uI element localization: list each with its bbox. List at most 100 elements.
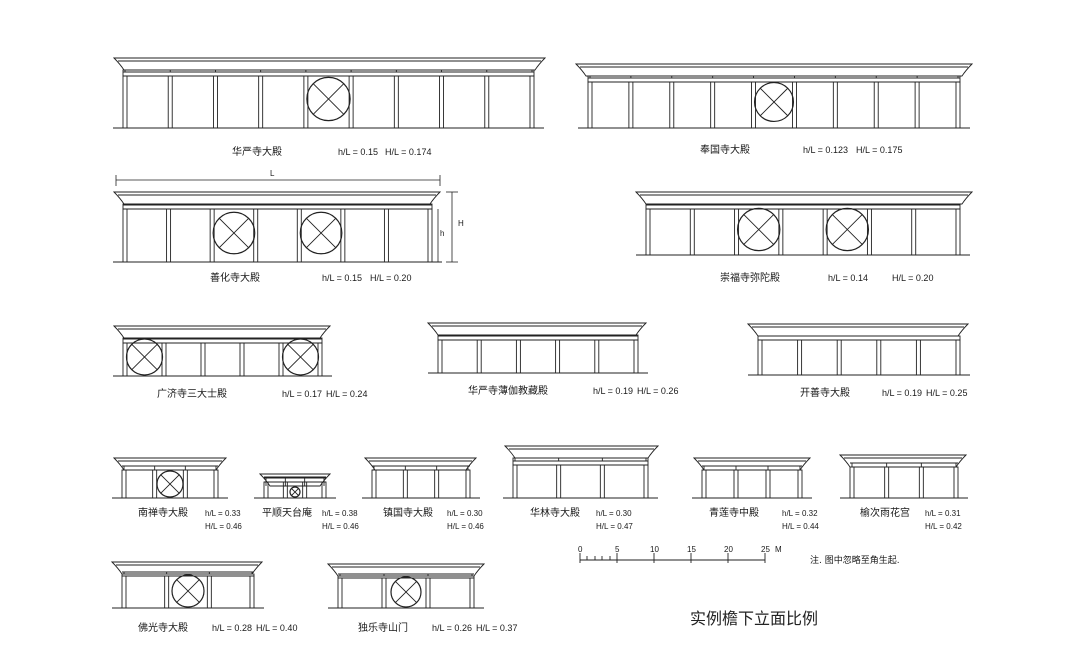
bracket-band <box>587 75 961 83</box>
column <box>206 575 212 609</box>
caption-ratio-H: H/L = 0.40 <box>256 623 297 633</box>
eave-outline <box>112 57 547 71</box>
caption-name: 崇福寺弥陀殿 <box>720 271 780 284</box>
column <box>166 208 172 263</box>
column <box>832 81 838 129</box>
eave-outline <box>112 325 332 339</box>
column <box>710 81 716 129</box>
column <box>164 575 170 609</box>
proportion-circle <box>753 81 795 123</box>
column <box>751 81 757 129</box>
caption-ratio-h: h/L = 0.17 <box>282 389 322 399</box>
column <box>778 208 784 256</box>
column <box>734 208 740 256</box>
circle-diagonal <box>743 214 774 245</box>
column <box>200 342 206 377</box>
column <box>669 81 675 129</box>
column <box>122 75 128 129</box>
column <box>765 469 771 499</box>
column <box>469 577 475 609</box>
caption-ratio-H: H/L = 0.46 <box>205 522 242 531</box>
column <box>296 208 302 263</box>
building-elevation <box>503 445 660 499</box>
column <box>402 469 408 499</box>
circle-diagonal <box>218 217 249 249</box>
caption-name: 独乐寺山门 <box>358 621 408 634</box>
column <box>876 339 882 376</box>
column <box>918 466 924 499</box>
column <box>121 575 127 609</box>
caption-name: 奉国寺大殿 <box>700 143 750 156</box>
circle-diagonal <box>832 214 863 245</box>
caption-ratio-H: H/L = 0.47 <box>596 522 633 531</box>
column <box>873 81 879 129</box>
column <box>253 208 259 263</box>
column <box>645 208 651 256</box>
column <box>427 208 433 263</box>
proportion-circle <box>125 338 164 376</box>
dimension-annotations <box>115 175 458 263</box>
column <box>512 464 518 499</box>
caption-name: 善化寺大殿 <box>210 271 260 284</box>
caption-ratio-h: h/L = 0.123 <box>803 145 848 155</box>
eave-outline <box>426 322 648 336</box>
caption-name: 华林寺大殿 <box>530 506 580 519</box>
caption-name: 华严寺大殿 <box>232 145 282 158</box>
column <box>152 469 158 499</box>
caption-ratio-h: h/L = 0.19 <box>593 386 633 396</box>
eave-outline <box>112 191 442 205</box>
scale-tick-label: 15 <box>687 545 696 554</box>
scale-tick-label: 20 <box>724 545 733 554</box>
proportion-circle <box>299 211 343 255</box>
eave-outline <box>634 191 974 205</box>
building-elevation <box>574 63 974 129</box>
caption-ratio-H: H/L = 0.25 <box>926 388 967 398</box>
column <box>953 466 959 499</box>
column <box>437 339 443 374</box>
circle-diagonal <box>131 343 158 371</box>
proportion-circle <box>306 76 351 122</box>
column <box>797 339 803 376</box>
building-elevation <box>838 454 968 499</box>
caption-ratio-h: h/L = 0.28 <box>212 623 252 633</box>
eave-outline <box>838 454 968 468</box>
column <box>121 469 127 499</box>
caption-name: 南禅寺大殿 <box>138 506 188 519</box>
column <box>515 339 521 374</box>
column <box>337 577 343 609</box>
eave-outline <box>112 457 228 471</box>
caption-ratio-h: h/L = 0.33 <box>205 509 241 518</box>
building-elevation <box>112 325 332 377</box>
building-elevation <box>254 473 336 499</box>
column <box>797 469 803 499</box>
circle-diagonal <box>395 581 417 603</box>
column <box>911 208 917 256</box>
eave-outline <box>746 323 970 337</box>
caption-ratio-h: h/L = 0.32 <box>782 509 818 518</box>
captions: 华严寺大殿 h/L = 0.15 H/L = 0.174 奉国寺大殿 h/L =… <box>138 143 967 634</box>
proportion-circle <box>281 338 320 376</box>
column <box>381 577 387 609</box>
scale-tick-label: 10 <box>650 545 659 554</box>
caption-ratio-h: h/L = 0.15 <box>338 147 378 157</box>
proportion-circle <box>171 574 205 608</box>
caption-ratio-H: H/L = 0.20 <box>892 273 933 283</box>
column <box>628 81 634 129</box>
eave-outline <box>363 457 478 471</box>
column <box>209 208 215 263</box>
proportion-circle <box>825 207 870 252</box>
column <box>122 208 128 263</box>
building-elevations <box>110 57 974 609</box>
caption-ratio-H: H/L = 0.42 <box>925 522 962 531</box>
caption-ratio-H: H/L = 0.46 <box>447 522 484 531</box>
column <box>915 339 921 376</box>
scale-unit: M <box>775 545 782 554</box>
column <box>258 75 264 129</box>
column <box>633 339 639 374</box>
circle-diagonal <box>759 87 789 117</box>
column <box>955 208 961 256</box>
caption-ratio-H: H/L = 0.20 <box>370 273 411 283</box>
column <box>465 469 471 499</box>
drawing-note: 注. 图中忽略至角生起. <box>810 554 900 566</box>
column <box>303 75 309 129</box>
